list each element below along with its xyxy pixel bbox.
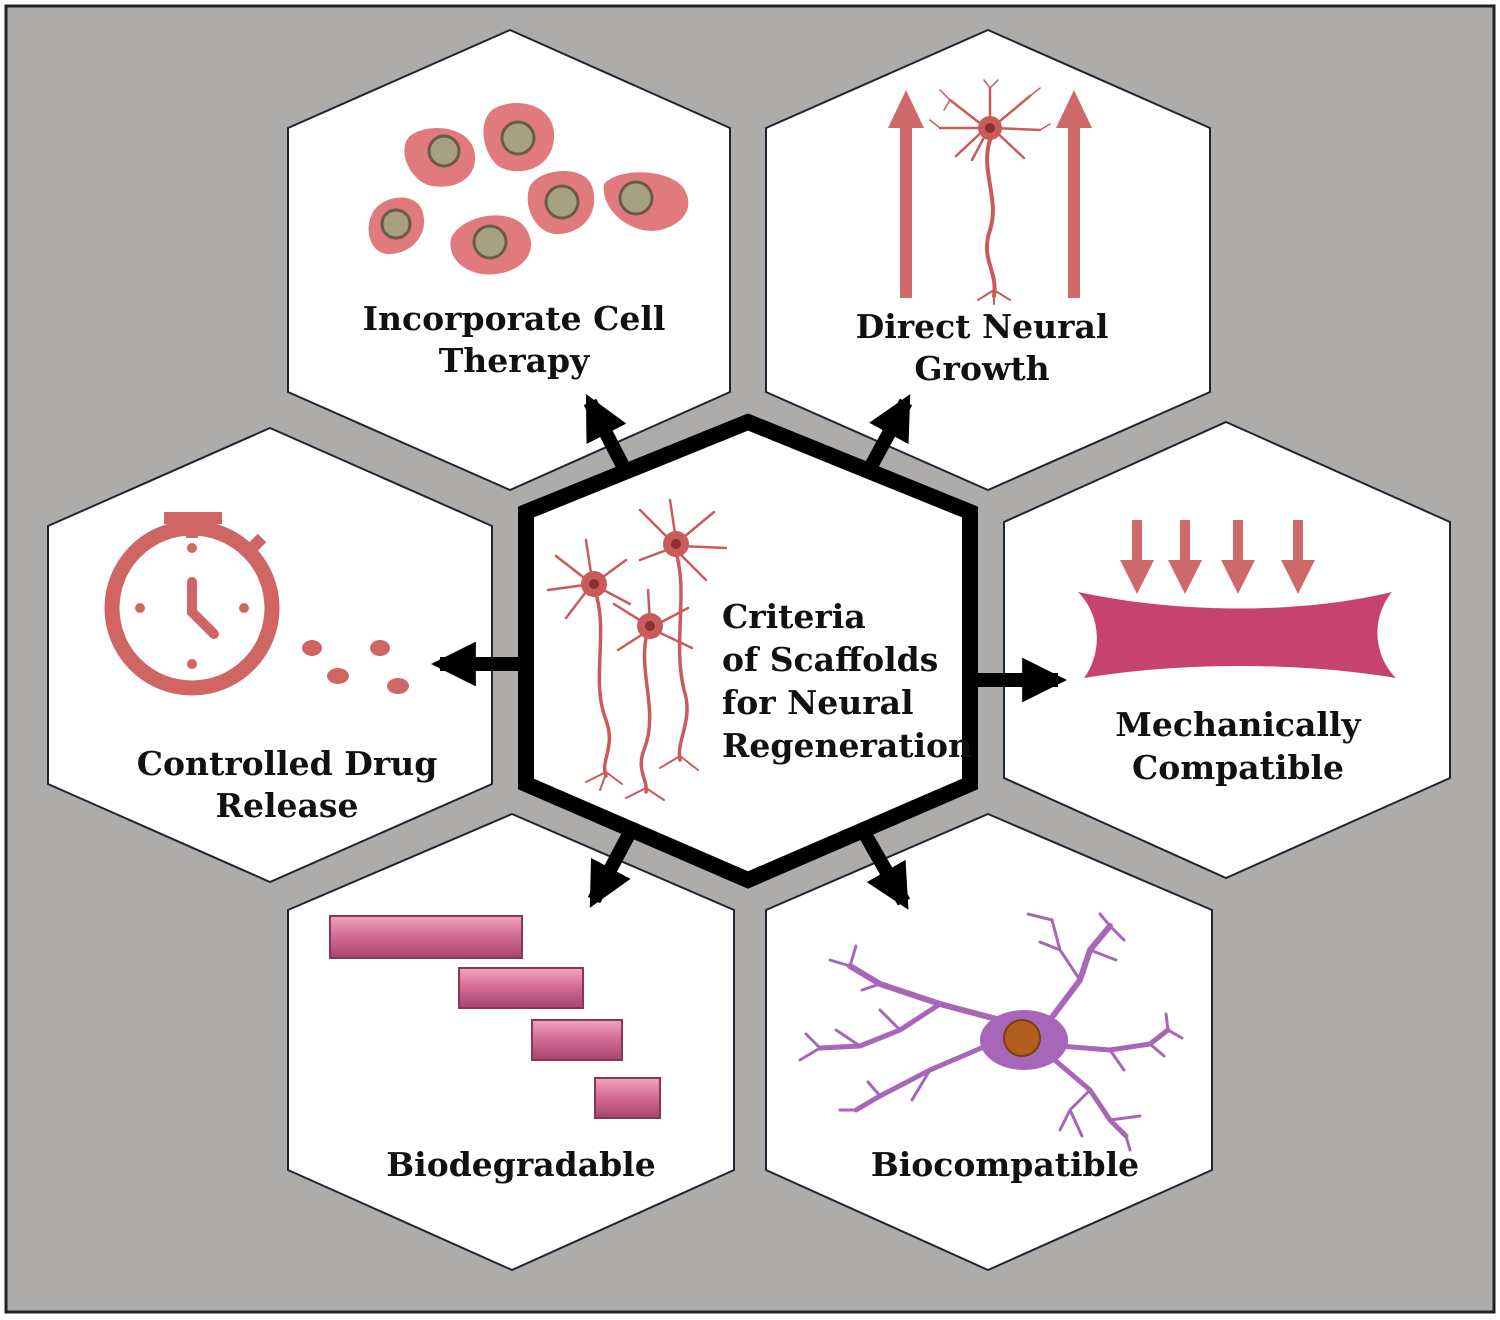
arrow-to-cell-therapy [583, 394, 631, 472]
label-biodegradable: Biodegradable [386, 1145, 655, 1184]
degrading-bars-icon [329, 915, 661, 1119]
hex-biodegradable: Biodegradable [287, 812, 735, 1272]
arrow-to-biocompatible [859, 832, 911, 910]
central-hex: Criteria of Scaffolds for Neural Regener… [518, 413, 978, 889]
hex-drug-release: Controlled Drug Release [47, 426, 493, 884]
label-biocompatible: Biocompatible [871, 1145, 1139, 1184]
center-title-1: Criteria [722, 597, 866, 636]
growth-arrow-right-icon [1056, 90, 1092, 298]
center-title-2: of Scaffolds [722, 640, 938, 679]
connector-arrows [431, 394, 1067, 910]
label-mechanical-2: Compatible [1132, 748, 1344, 787]
arrow-to-neural-growth [863, 394, 913, 472]
hex-neural-growth: Direct Neural Growth [765, 28, 1211, 492]
hex-mechanical: Mechanically Compatible [1003, 420, 1451, 880]
label-drug-release-1: Controlled Drug [137, 744, 438, 783]
label-cell-therapy-1: Incorporate Cell [363, 299, 666, 338]
label-mechanical-1: Mechanically [1115, 705, 1361, 744]
label-neural-growth-1: Direct Neural [856, 307, 1109, 346]
arrow-to-biodegradable [587, 832, 635, 908]
cells-icon [368, 103, 689, 275]
label-neural-growth-2: Growth [914, 349, 1049, 388]
growth-arrow-left-icon [888, 90, 924, 298]
center-title-4: Regeneration [722, 726, 972, 765]
drug-particles-icon [302, 640, 409, 694]
center-title-3: for Neural [722, 683, 914, 722]
astrocyte-icon [798, 912, 1184, 1152]
hex-biocompatible: Biocompatible [765, 812, 1213, 1272]
label-cell-therapy-2: Therapy [439, 341, 590, 380]
label-drug-release-2: Release [216, 786, 359, 825]
stopwatch-icon [104, 512, 280, 696]
compression-arrows-icon [1120, 520, 1315, 594]
hex-cell-therapy: Incorporate Cell Therapy [287, 28, 731, 492]
compressed-band-icon [1078, 592, 1396, 678]
neuron-cluster-icon [546, 498, 728, 801]
neuron-icon [929, 79, 1051, 305]
